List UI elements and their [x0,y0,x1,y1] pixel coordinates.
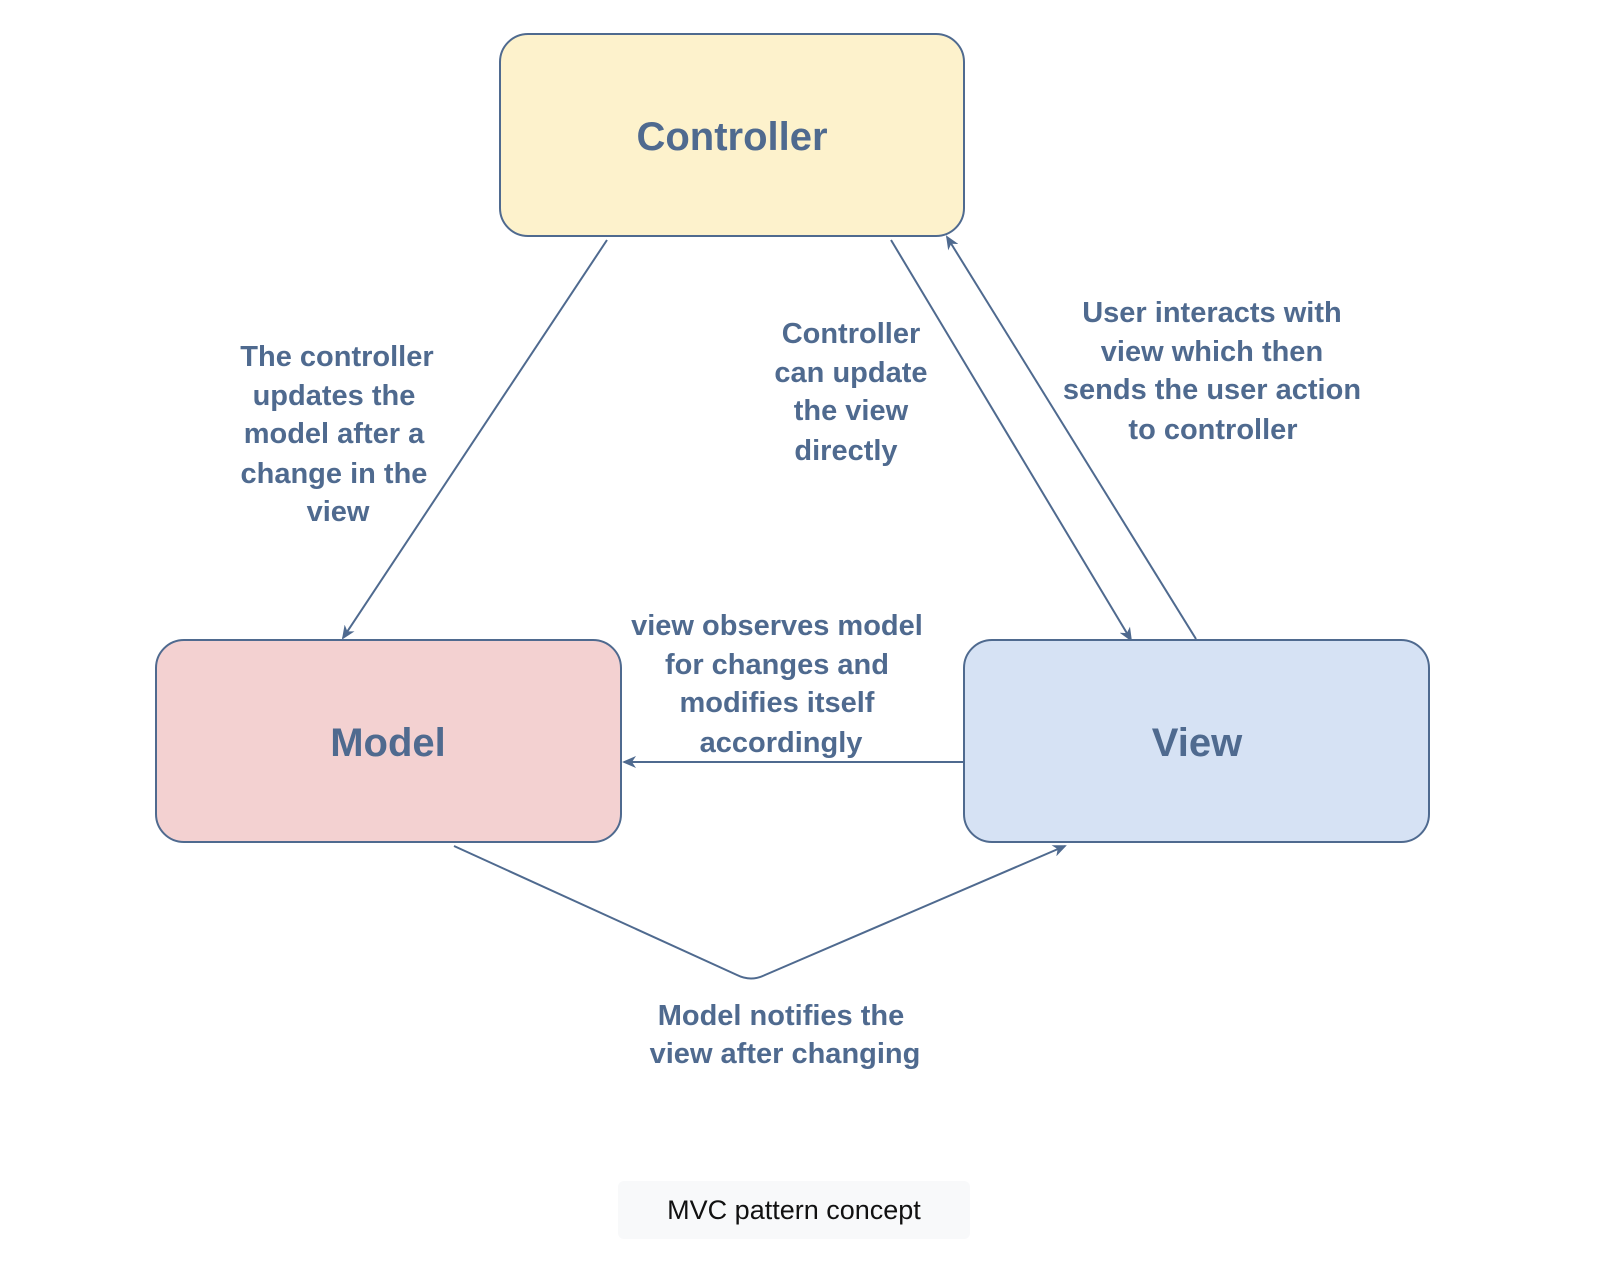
edge-view-to-controller [945,235,1197,640]
label-line: view after changing [650,1038,921,1070]
label-line: Model notifies the [658,1000,905,1032]
label-line: modifies itself [679,687,874,719]
label-view-to-controller: User interacts with view which then send… [1063,297,1369,446]
label-line: accordingly [700,727,863,759]
label-line: for changes and [665,649,889,681]
view-node: View [963,639,1430,843]
controller-label: Controller [636,115,827,159]
controller-box [499,33,965,237]
label-line: User interacts with [1082,297,1341,329]
label-line: to controller [1128,414,1297,446]
model-node: Model [155,639,622,843]
edge-controller-to-model [341,239,608,640]
label-line: Controller [782,318,921,350]
edge-controller-to-view [890,239,1133,642]
edge-model-to-view [453,845,1067,980]
label-line: can update [774,357,927,389]
label-line: view [307,496,370,528]
label-line: view which then [1101,336,1323,368]
figure-caption: MVC pattern concept [618,1181,970,1239]
view-label: View [1152,721,1243,765]
label-line: updates the [253,380,416,412]
model-box [155,639,622,843]
label-model-to-view: Model notifies the view after changing [650,1000,921,1070]
label-line: the view [794,395,909,427]
label-controller-to-view: Controller can update the view directly [774,318,935,467]
label-line: directly [794,435,897,467]
view-box [963,639,1430,843]
label-view-to-model: view observes model for changes and modi… [631,610,931,759]
label-line: sends the user action [1063,374,1361,406]
label-line: model after a [244,418,425,450]
label-line: The controller [240,341,433,373]
controller-node: Controller [499,33,965,237]
label-line: view observes model [631,610,923,642]
model-label: Model [330,721,446,765]
label-line: change in the [241,458,428,490]
label-controller-to-model: The controller updates the model after a… [240,341,441,528]
